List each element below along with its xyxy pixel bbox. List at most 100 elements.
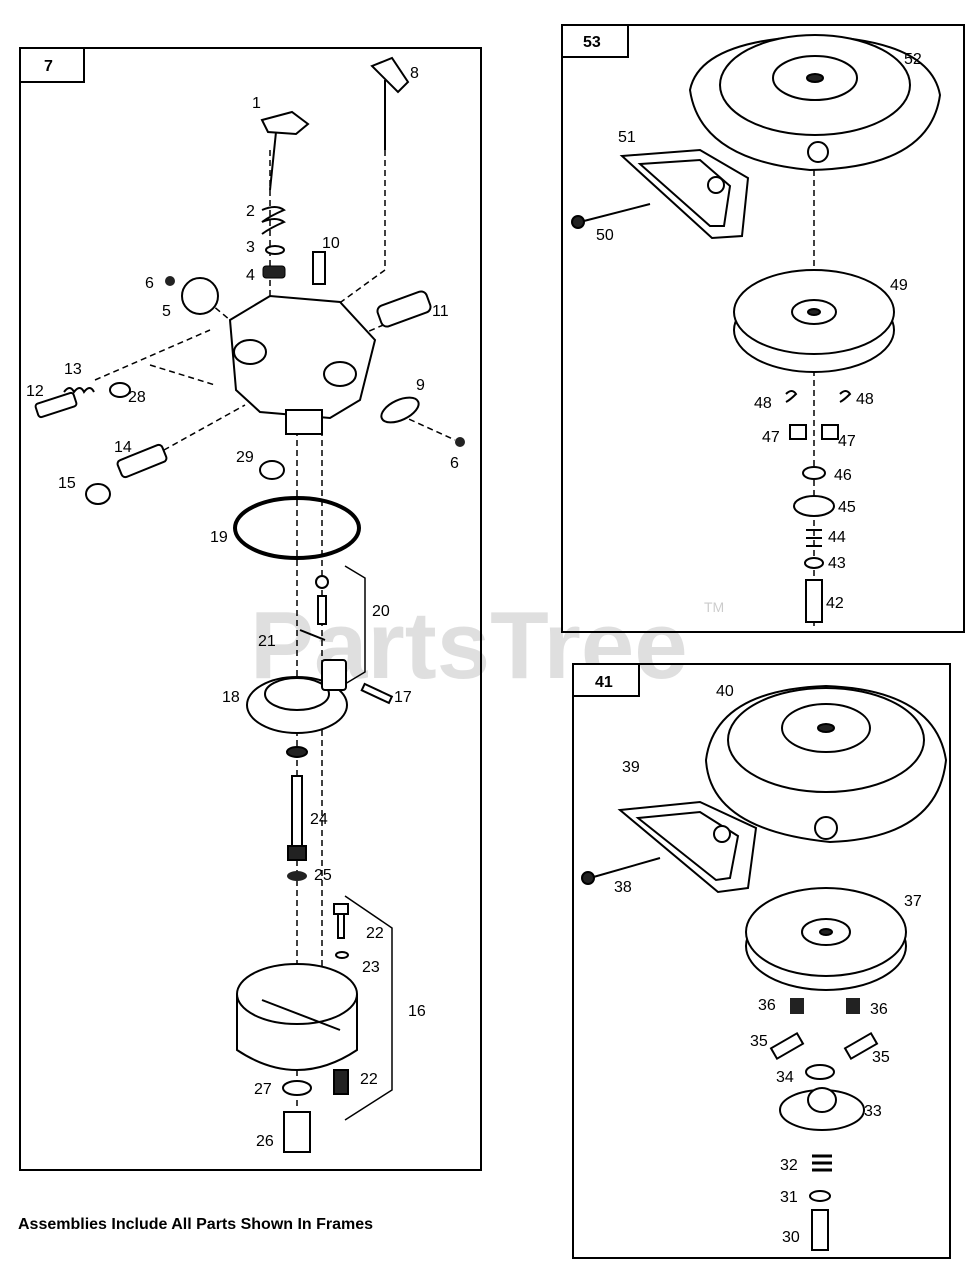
callout-6a: 6 [145,275,154,292]
callout-3: 3 [246,239,255,256]
callout-50: 50 [596,227,614,244]
part-drain-screw [333,903,349,1095]
part-float-bowl [236,963,358,1071]
part-inlet-needle [299,575,329,641]
callout-45: 45 [838,499,856,516]
callout-51: 51 [618,129,636,146]
callout-31: 31 [780,1189,798,1206]
part-screw [165,276,175,286]
callout-37: 37 [904,893,922,910]
part-float-pin [360,682,394,705]
frame-starter-lower: 41 [572,663,951,1259]
callout-22b: 22 [360,1071,378,1088]
callout-48b: 48 [856,391,874,408]
part-washer-34 [805,1064,835,1080]
callout-18: 18 [222,689,240,706]
callout-19: 19 [210,529,228,546]
part-screw-42 [805,579,823,623]
part-needle [34,391,78,419]
part-rope-50 [571,203,651,229]
part-throttle-plate [181,277,219,315]
callout-52: 52 [904,51,922,68]
part-throttle-shaft [370,56,410,150]
callout-14: 14 [114,439,132,456]
callout-29: 29 [236,449,254,466]
callout-1: 1 [252,95,261,112]
callout-16: 16 [408,1003,426,1020]
callout-36a: 36 [758,997,776,1014]
part-fuel-fitting [376,290,432,328]
part-carburetor-body [228,294,377,435]
callout-47a: 47 [762,429,780,446]
callout-20: 20 [372,603,390,620]
callout-17: 17 [394,689,412,706]
frame-label-7: 7 [44,58,53,75]
frame-carburetor: 7 [19,47,482,1171]
callout-4: 4 [246,267,255,284]
part-retainer-45 [793,495,835,517]
part-cap [85,483,111,505]
callout-36b: 36 [870,1001,888,1018]
part-bowl-nut [283,1111,311,1153]
callout-11: 11 [432,303,449,320]
frame-label-41: 41 [595,674,613,691]
frame-starter-upper: 53 [561,24,965,633]
callout-47b: 47 [838,433,856,450]
part-spring [261,206,286,235]
callout-2: 2 [246,203,255,220]
callout-10: 10 [322,235,340,252]
callout-48a: 48 [754,395,772,412]
part-seal [262,265,286,279]
part-pulley-49 [733,269,895,373]
part-handle-39 [617,800,758,894]
part-nozzle [116,443,168,479]
part-pulley-37 [745,887,907,991]
callout-34: 34 [776,1069,794,1086]
assemblies-caption: Assemblies Include All Parts Shown In Fr… [18,1216,374,1233]
part-spring-48a [785,390,798,403]
callout-43: 43 [828,555,846,572]
part-pawl-47b [821,424,839,440]
part-choke-plate [260,110,310,191]
callout-13: 13 [64,361,82,378]
part-handle-51 [619,148,750,240]
callout-38: 38 [614,879,632,896]
part-welch-plug [109,382,131,398]
callout-12: 12 [26,383,44,400]
part-idle-screw [312,251,326,285]
part-starter-housing-52 [688,34,942,172]
part-pawl-35a [769,1031,805,1061]
part-starter-housing-40 [704,684,948,844]
part-choke-valve [380,396,420,424]
part-screw-30 [811,1209,829,1251]
part-spring-44 [806,529,822,547]
part-screw-b [455,437,465,447]
part-washer-43 [804,557,824,569]
part-gasket [233,496,361,560]
callout-28: 28 [128,389,146,406]
callout-30: 30 [782,1229,800,1246]
part-float [246,659,348,734]
part-washer-46 [802,466,826,480]
callout-6b: 6 [450,455,459,472]
callout-23: 23 [362,959,380,976]
callout-40: 40 [716,683,734,700]
callout-49: 49 [890,277,908,294]
callout-44: 44 [828,529,846,546]
part-washer [265,245,285,255]
callout-26: 26 [256,1133,274,1150]
callout-8: 8 [410,65,419,82]
part-emulsion-tube [286,746,308,861]
part-pawl-35b [843,1031,879,1061]
callout-39: 39 [622,759,640,776]
part-needle-spring [63,387,95,394]
part-gasket-small [287,871,307,881]
part-bushing [259,460,285,480]
callout-9: 9 [416,377,425,394]
part-retainer-33 [779,1087,865,1131]
part-spring-32 [812,1154,832,1172]
part-rope-38 [581,857,661,885]
callout-5: 5 [162,303,171,320]
callout-46: 46 [834,467,852,484]
